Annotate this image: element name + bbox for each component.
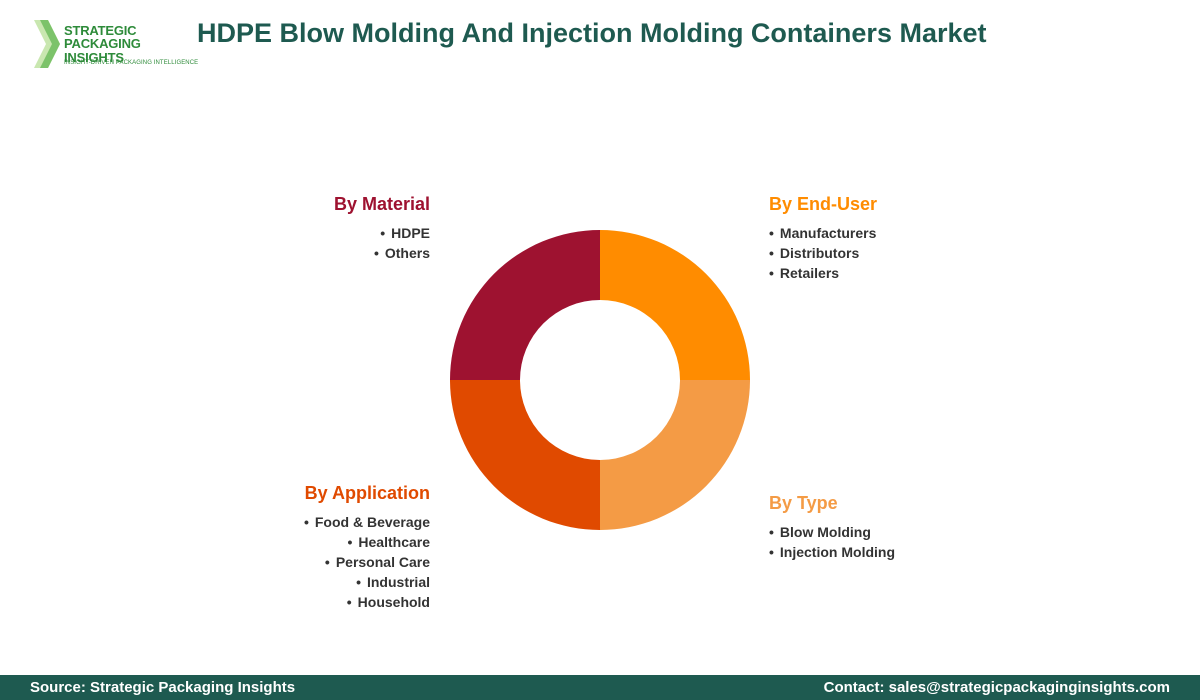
brand-logo: STRATEGIC PACKAGING INSIGHTS INSIGHT-DRI… <box>30 18 198 74</box>
segment-material: By Material HDPE Others <box>334 194 430 263</box>
segment-application: By Application Food & Beverage Healthcar… <box>304 483 430 612</box>
footer-bar: Source: Strategic Packaging Insights Con… <box>0 675 1200 700</box>
logo-chevron-icon <box>34 20 60 68</box>
page-title: HDPE Blow Molding And Injection Molding … <box>197 18 987 48</box>
footer-contact[interactable]: Contact: sales@strategicpackaginginsight… <box>823 679 1170 696</box>
list-item: Household <box>304 592 430 612</box>
list-item: Injection Molding <box>769 542 895 562</box>
logo-text-line2: PACKAGING INSIGHTS <box>64 36 141 65</box>
segment-title-end-user: By End-User <box>769 194 878 214</box>
list-item: Blow Molding <box>769 522 895 542</box>
list-item: Manufacturers <box>769 223 877 243</box>
logo-tagline: INSIGHT-DRIVEN PACKAGING INTELLIGENCE <box>64 60 199 66</box>
donut-slice-type <box>600 380 750 530</box>
segment-title-material: By Material <box>333 194 430 214</box>
list-item: Distributors <box>769 243 877 263</box>
segment-list-type: Blow Molding Injection Molding <box>769 522 895 562</box>
segment-type: By Type Blow Molding Injection Molding <box>769 493 895 562</box>
donut-slice-material <box>450 230 600 380</box>
list-item: Industrial <box>304 572 430 592</box>
list-item: Others <box>334 243 430 263</box>
footer-source: Source: Strategic Packaging Insights <box>30 679 296 696</box>
segment-list-material: HDPE Others <box>334 223 430 263</box>
list-item: Retailers <box>769 263 877 283</box>
list-item: HDPE <box>334 223 430 243</box>
donut-slice-application <box>450 380 600 530</box>
logo-text-line1: STRATEGIC <box>64 23 137 38</box>
list-item: Personal Care <box>304 552 430 572</box>
segment-title-type: By Type <box>769 493 838 513</box>
segment-end-user: By End-User Manufacturers Distributors R… <box>769 194 877 283</box>
segment-title-application: By Application <box>304 483 430 503</box>
donut-slice-end-user <box>600 230 750 380</box>
list-item: Healthcare <box>304 532 430 552</box>
segment-list-end-user: Manufacturers Distributors Retailers <box>769 223 877 283</box>
segment-list-application: Food & Beverage Healthcare Personal Care… <box>304 512 430 612</box>
list-item: Food & Beverage <box>304 512 430 532</box>
